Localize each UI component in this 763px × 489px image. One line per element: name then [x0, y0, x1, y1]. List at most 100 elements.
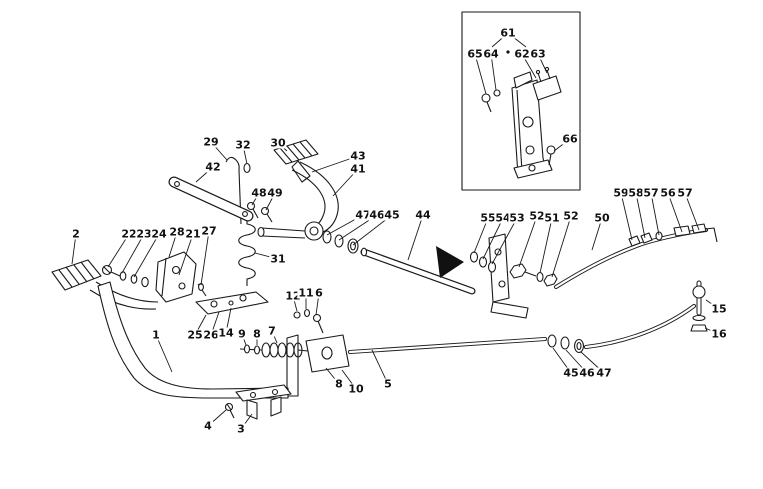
long-rod	[360, 247, 476, 295]
part-callout-5: 5	[383, 377, 393, 391]
return-spring-vertical	[238, 216, 256, 286]
part-callout-27: 27	[200, 224, 218, 238]
leader-line-55	[473, 217, 489, 254]
part-callout-54: 54	[494, 211, 512, 225]
part-callout-63: 63	[529, 47, 547, 61]
leader-line-51	[539, 217, 553, 274]
part-callout-29: 29	[202, 135, 220, 149]
part-callout-9: 9	[237, 327, 247, 341]
pivot-screw-washers	[101, 264, 149, 288]
leader-line-1	[155, 334, 173, 373]
part-callout-43: 43	[349, 149, 367, 163]
part-callout-15: 15	[710, 302, 728, 316]
part-callout-30: 30	[269, 136, 287, 150]
leader-line-27	[200, 230, 210, 286]
part-callout-45: 45	[562, 366, 580, 380]
leader-line-52	[518, 215, 538, 268]
leader-line-64	[490, 53, 497, 91]
part-callout-51: 51	[543, 211, 561, 225]
leader-line-5	[371, 349, 389, 385]
leader-line-44	[407, 214, 424, 261]
leader-line-58	[635, 192, 646, 239]
part-callout-41: 41	[349, 162, 367, 176]
part-callout-2: 2	[71, 227, 81, 241]
leader-line-21	[178, 233, 194, 276]
ball-joint	[690, 280, 708, 332]
part-callout-32: 32	[234, 138, 252, 152]
part-callout-50: 50	[593, 211, 611, 225]
clutch-pedal-arm	[257, 161, 339, 241]
part-callout-16: 16	[710, 327, 728, 341]
position-arrow	[436, 246, 464, 278]
part-callout-62: 62	[513, 47, 531, 61]
connector-block	[305, 334, 350, 373]
horizontal-spring	[239, 342, 309, 358]
leader-line-54	[482, 217, 504, 260]
part-callout-24: 24	[150, 227, 168, 241]
leader-line-24	[133, 233, 160, 278]
support-plate	[195, 291, 269, 315]
link-arm	[168, 176, 254, 222]
part-callout-1: 1	[151, 328, 161, 342]
part-callout-8: 8	[334, 377, 344, 391]
part-callout-26: 26	[202, 328, 220, 342]
brake-rod-upper	[554, 223, 718, 289]
part-callout-48: 48	[250, 186, 268, 200]
brake-pedal-arm	[97, 281, 299, 399]
part-callout-25: 25	[186, 328, 204, 342]
part-callout-52: 52	[562, 209, 580, 223]
part-callout-23: 23	[135, 227, 153, 241]
part-callout-4: 4	[203, 419, 213, 433]
part-callout-53: 53	[508, 211, 526, 225]
part-callout-46: 46	[578, 366, 596, 380]
part-callout-3: 3	[236, 422, 246, 436]
part-callout-6: 6	[314, 286, 324, 300]
part-callout-64: 64	[482, 47, 500, 61]
part-callout-49: 49	[266, 186, 284, 200]
leader-line-23	[121, 233, 145, 274]
leader-line-57	[650, 192, 660, 236]
part-callout-42: 42	[204, 160, 222, 174]
floor-bracket	[235, 384, 292, 420]
part-callout-12: 12	[284, 289, 302, 303]
part-callout-57: 57	[676, 186, 694, 200]
part-callout-31: 31	[269, 252, 287, 266]
part-callout-61: 61	[499, 26, 517, 40]
part-callout-47: 47	[595, 366, 613, 380]
leader-line-52	[551, 215, 572, 278]
mount-bracket	[488, 233, 529, 319]
part-callout-8: 8	[252, 327, 262, 341]
part-callout-45: 45	[383, 208, 401, 222]
leader-line-56	[667, 192, 683, 233]
pedal-pad-upper	[273, 139, 319, 183]
part-callout-65: 65	[466, 47, 484, 61]
screw-4	[224, 402, 235, 419]
part-callout-28: 28	[168, 225, 186, 239]
leader-line-57	[684, 192, 700, 231]
part-callout-7: 7	[267, 324, 277, 338]
part-callout-66: 66	[561, 132, 579, 146]
leader-line-22	[107, 233, 130, 268]
inset-detail-box	[461, 11, 581, 191]
part-callout-22: 22	[120, 227, 138, 241]
part-callout-21: 21	[184, 227, 202, 241]
bullet-dot	[506, 50, 510, 54]
part-callout-10: 10	[347, 382, 365, 396]
pin-stack	[293, 308, 324, 334]
part-callout-47: 47	[354, 208, 372, 222]
leader-line-53	[491, 217, 518, 265]
leader-line-65	[474, 53, 487, 95]
part-callout-56: 56	[659, 186, 677, 200]
pedal-rod	[225, 156, 251, 225]
part-callout-58: 58	[627, 186, 645, 200]
bolt-52-51-52	[509, 263, 558, 287]
brake-rod-lower	[348, 304, 696, 354]
part-callout-52: 52	[528, 209, 546, 223]
leader-line-59	[620, 192, 633, 241]
part-callout-59: 59	[612, 186, 630, 200]
part-callout-14: 14	[217, 326, 235, 340]
part-callout-11: 11	[297, 286, 315, 300]
